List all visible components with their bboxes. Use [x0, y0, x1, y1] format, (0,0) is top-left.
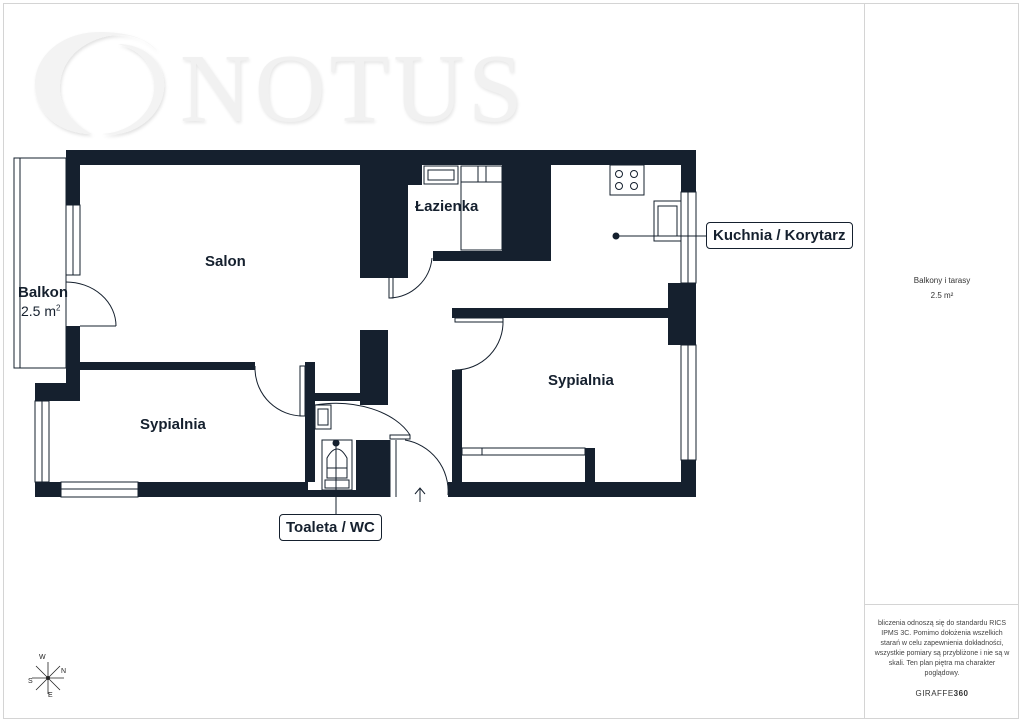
brand-prefix: GIRAFFE	[915, 689, 954, 698]
wall-left-middle	[66, 326, 80, 371]
notus-logo-text: NOTUS	[180, 35, 527, 143]
wall-shaft	[502, 150, 551, 261]
giraffe360-brand: GIRAFFE360	[870, 689, 1014, 698]
wall-wardrobe-end	[585, 448, 595, 482]
compass-e: E	[48, 692, 53, 699]
balkon-area-value: 2.5 m	[21, 303, 57, 319]
wardrobe	[461, 447, 586, 456]
wall-left-upper	[66, 150, 80, 205]
balcony-outline	[13, 157, 67, 369]
balkon-area: 2.5 m2	[21, 303, 60, 319]
sidebar-balconies-value: 2.5 m²	[930, 291, 954, 300]
room-label-sypialnia-left: Sypialnia	[140, 416, 206, 433]
wall-kitchen-bedroom	[452, 308, 682, 318]
notus-logo-mark-icon	[35, 32, 165, 135]
door-entrance	[404, 439, 449, 496]
compass-n: N	[61, 668, 67, 675]
stove	[609, 164, 645, 196]
room-label-balkon: Balkon	[18, 284, 69, 301]
room-label-salon: Salon	[205, 253, 246, 270]
compass-s: S	[28, 678, 33, 685]
wall-right-upper	[681, 150, 696, 192]
compass-w: W	[39, 654, 46, 661]
wall-wc-top	[315, 393, 375, 401]
balkon-area-unit-sup: 2	[56, 303, 61, 313]
wall-bottom-left-corner	[35, 482, 61, 497]
wall-wc-left	[305, 362, 315, 482]
wall-wc-bottom	[305, 490, 390, 497]
notus-logo: NOTUS	[30, 22, 523, 142]
room-label-sypialnia-right: Sypialnia	[548, 372, 614, 389]
wall-wc-upper	[360, 330, 388, 405]
wall-bottom-left	[138, 482, 308, 497]
bathtub	[460, 165, 503, 251]
sidebar-disclaimer: bliczenia odnoszą się do standardu RICS …	[874, 620, 1010, 677]
room-label-lazienka: Łazienka	[415, 198, 479, 215]
page-frame	[3, 3, 1019, 719]
floor-plan	[13, 150, 706, 515]
bathroom-sink	[423, 165, 459, 185]
door-wc	[314, 402, 411, 436]
callout-kuchnia-korytarz: Kuchnia / Korytarz	[706, 222, 853, 249]
compass: W N S E	[26, 654, 70, 700]
wall-salon-bedroom	[80, 362, 255, 370]
brand-suffix: 360	[953, 689, 969, 698]
wall-bottom-right	[448, 482, 696, 497]
wall-left-bedroom-corner	[66, 360, 80, 400]
wall-bathroom-left	[360, 150, 408, 278]
sidebar-footer-divider	[864, 604, 1019, 605]
sidebar-divider	[864, 4, 865, 718]
sidebar-balconies-title: Balkony i tarasy	[913, 276, 971, 285]
wall-bathroom-notch	[408, 165, 422, 185]
door-bathroom	[389, 257, 433, 299]
wall-bathroom-bottom	[433, 251, 551, 261]
wc-washbasin	[314, 404, 332, 430]
door-bedroom-right	[454, 319, 504, 371]
entrance-arrow-icon	[414, 487, 426, 502]
wall-bedroom-right-left	[452, 370, 462, 482]
callout-toaleta-wc: Toaleta / WC	[279, 514, 382, 541]
compass-rose-icon	[32, 662, 64, 694]
wall-wc-lower	[356, 440, 390, 497]
